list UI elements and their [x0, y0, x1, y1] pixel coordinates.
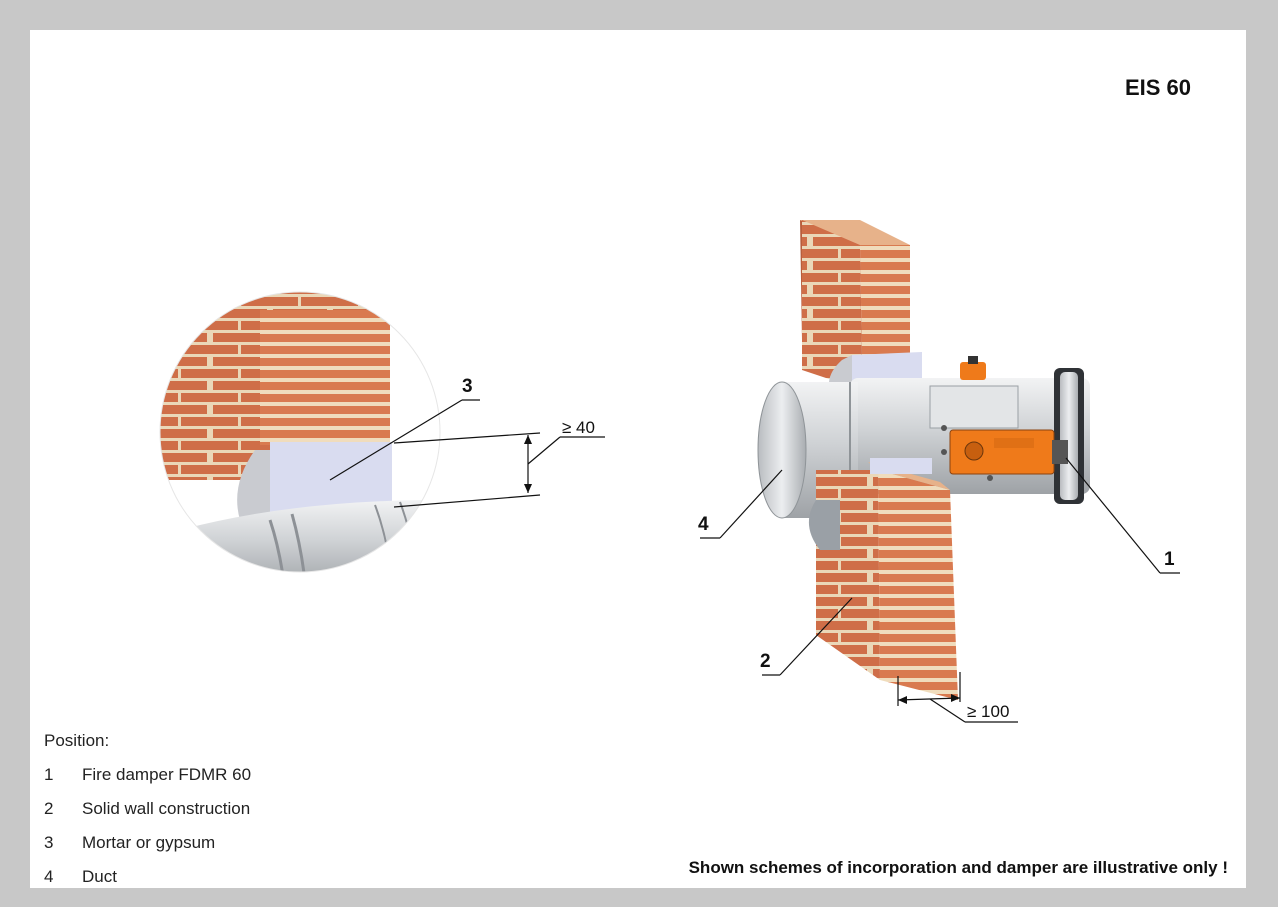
drawing-sheet: EIS 60 — [30, 30, 1246, 888]
legend-item-number: 2 — [44, 799, 54, 818]
dimension-gap: ≥ 40 — [393, 418, 605, 508]
legend-item: 2 Solid wall construction — [44, 792, 251, 826]
callout-3: 3 — [329, 376, 480, 481]
legend-item-label: Mortar or gypsum — [82, 833, 216, 852]
legend-item: 1 Fire damper FDMR 60 — [44, 758, 251, 792]
dimension-wall-label: ≥ 100 — [967, 702, 1009, 721]
wall-damper-assembly — [757, 220, 1090, 700]
callout-1-label: 1 — [1164, 549, 1175, 570]
detail-zoom-view — [160, 292, 440, 572]
page-title: EIS 60 — [1124, 75, 1191, 100]
legend-item: 4 Duct — [44, 860, 251, 894]
legend-item: 3 Mortar or gypsum — [44, 826, 251, 860]
callout-1: 1 — [1065, 457, 1180, 574]
legend-item-label: Solid wall construction — [82, 799, 251, 818]
legend-heading: Position: — [44, 731, 110, 750]
dimension-wall: ≥ 100 — [897, 672, 1018, 723]
position-legend: Position: 1 Fire damper FDMR 60 2 Solid … — [44, 724, 251, 894]
callout-2: 2 — [760, 597, 853, 676]
legend-item-label: Fire damper FDMR 60 — [82, 765, 252, 784]
callout-3-label: 3 — [462, 376, 473, 397]
dimension-gap-label: ≥ 40 — [562, 418, 595, 437]
legend-item-number: 3 — [44, 833, 54, 852]
installation-drawing: 3 ≥ 40 — [159, 220, 1180, 723]
callout-4: 4 — [698, 469, 783, 539]
callout-2-label: 2 — [760, 651, 771, 672]
legend-item-label: Duct — [82, 867, 117, 886]
legend-item-number: 1 — [44, 765, 54, 784]
illustrative-note: Shown schemes of incorporation and dampe… — [688, 858, 1228, 877]
callout-4-label: 4 — [698, 514, 709, 535]
legend-item-number: 4 — [44, 867, 54, 886]
